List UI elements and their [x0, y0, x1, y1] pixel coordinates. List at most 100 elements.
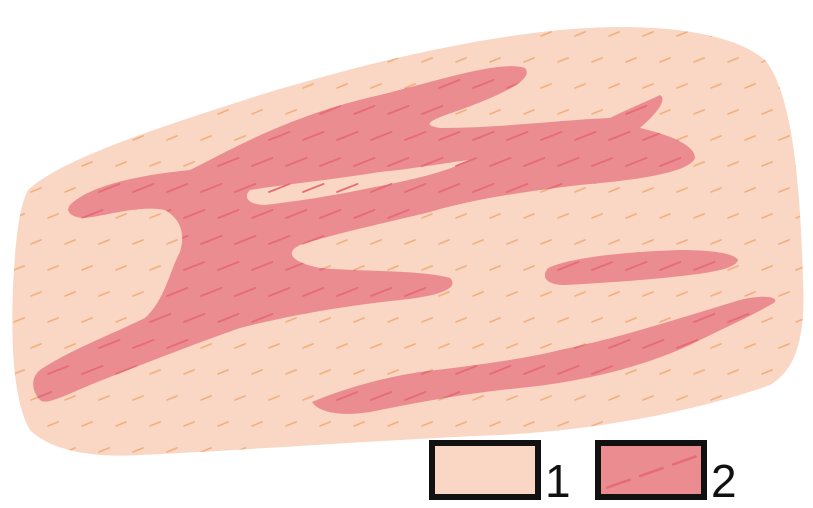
foliation-dash [31, 80, 52, 88]
foliation-dash [150, 54, 171, 62]
foliation-dash [694, 2, 715, 10]
foliation-dash [303, 32, 313, 36]
foliation-dash [779, 84, 789, 88]
foliation-dash [439, 32, 449, 36]
foliation-dash [388, 2, 409, 10]
foliation-dash [762, 470, 783, 478]
foliation-dash [762, 2, 783, 10]
foliation-dash [371, 28, 392, 36]
foliation-dash [31, 32, 41, 36]
foliation-dash [31, 28, 52, 36]
foliation-dash [762, 422, 772, 426]
foliation-dash [82, 2, 103, 10]
foliation-dash [0, 344, 7, 348]
foliation-dash [456, 6, 466, 10]
foliation-dash [796, 158, 813, 166]
foliation-dash [184, 110, 194, 114]
foliation-dash [354, 474, 364, 478]
foliation-dash [48, 470, 69, 478]
foliation-dash [133, 80, 154, 88]
foliation-dash [711, 444, 732, 452]
foliation-dash [660, 6, 670, 10]
foliation-dash [150, 106, 171, 114]
legend-item-2: 2 [598, 443, 737, 507]
foliation-dash [48, 106, 69, 114]
foliation-dash [796, 370, 806, 374]
foliation-dash [48, 2, 69, 10]
foliation-dash [694, 6, 704, 10]
foliation-dash [31, 132, 52, 140]
foliation-dash [201, 84, 211, 88]
foliation-dash [0, 448, 7, 452]
foliation-dash [150, 58, 160, 62]
foliation-dash [0, 106, 1, 114]
foliation-dash [405, 32, 415, 36]
foliation-dash [235, 80, 256, 88]
foliation-dash [31, 448, 41, 452]
foliation-dash [660, 2, 681, 10]
foliation-dash [405, 444, 426, 452]
foliation-dash [371, 32, 381, 36]
foliation-dash [14, 158, 35, 166]
foliation-dash [354, 58, 364, 62]
foliation-dash [796, 366, 813, 374]
legend-label-2: 2 [711, 455, 737, 507]
foliation-dash [779, 396, 789, 400]
foliation-dash [14, 162, 24, 166]
foliation-dash [218, 474, 228, 478]
foliation-dash [252, 6, 262, 10]
foliation-dash [592, 2, 613, 10]
foliation-dash [796, 2, 813, 10]
foliation-dash [286, 2, 307, 10]
foliation-dash [0, 136, 7, 140]
foliation-dash [0, 84, 7, 88]
foliation-dash [575, 444, 596, 452]
foliation-dash [269, 32, 279, 36]
foliation-dash [218, 6, 228, 10]
foliation-dash [48, 474, 58, 478]
foliation-dash [286, 54, 307, 62]
foliation-dash [558, 2, 579, 10]
foliation-dash [82, 54, 103, 62]
foliation-dash [252, 58, 262, 62]
foliation-dash [473, 28, 494, 36]
foliation-dash [184, 58, 194, 62]
legend-label-1: 1 [545, 455, 571, 507]
foliation-dash [286, 474, 296, 478]
foliation-dash [116, 2, 137, 10]
foliation-dash [14, 106, 35, 114]
foliation-dash [779, 448, 789, 452]
foliation-dash [0, 366, 1, 374]
foliation-dash [286, 6, 296, 10]
foliation-dash [269, 448, 279, 452]
foliation-dash [65, 80, 86, 88]
foliation-dash [762, 474, 772, 478]
foliation-dash [65, 32, 75, 36]
foliation-dash [150, 6, 160, 10]
foliation-dash [201, 32, 211, 36]
foliation-dash [337, 448, 347, 452]
foliation-dash [439, 28, 460, 36]
foliation-dash [14, 110, 24, 114]
foliation-dash [201, 80, 222, 88]
foliation-dash [0, 314, 1, 322]
foliation-dash [388, 6, 398, 10]
foliation-dash [779, 392, 800, 400]
foliation-dash [320, 2, 341, 10]
foliation-dash [167, 84, 177, 88]
foliation-dash [320, 54, 341, 62]
foliation-dash [0, 2, 1, 10]
foliation-dash [82, 110, 92, 114]
foliation-dash [0, 32, 7, 36]
foliation-dash [745, 28, 766, 36]
foliation-dash [14, 422, 24, 426]
foliation-dash [456, 2, 477, 10]
foliation-dash [14, 474, 24, 478]
foliation-dash [728, 6, 738, 10]
foliation-dash [0, 184, 18, 192]
foliation-dash [711, 448, 721, 452]
foliation-dash [99, 136, 109, 140]
foliation-dash [745, 448, 755, 452]
foliation-dash [490, 6, 500, 10]
